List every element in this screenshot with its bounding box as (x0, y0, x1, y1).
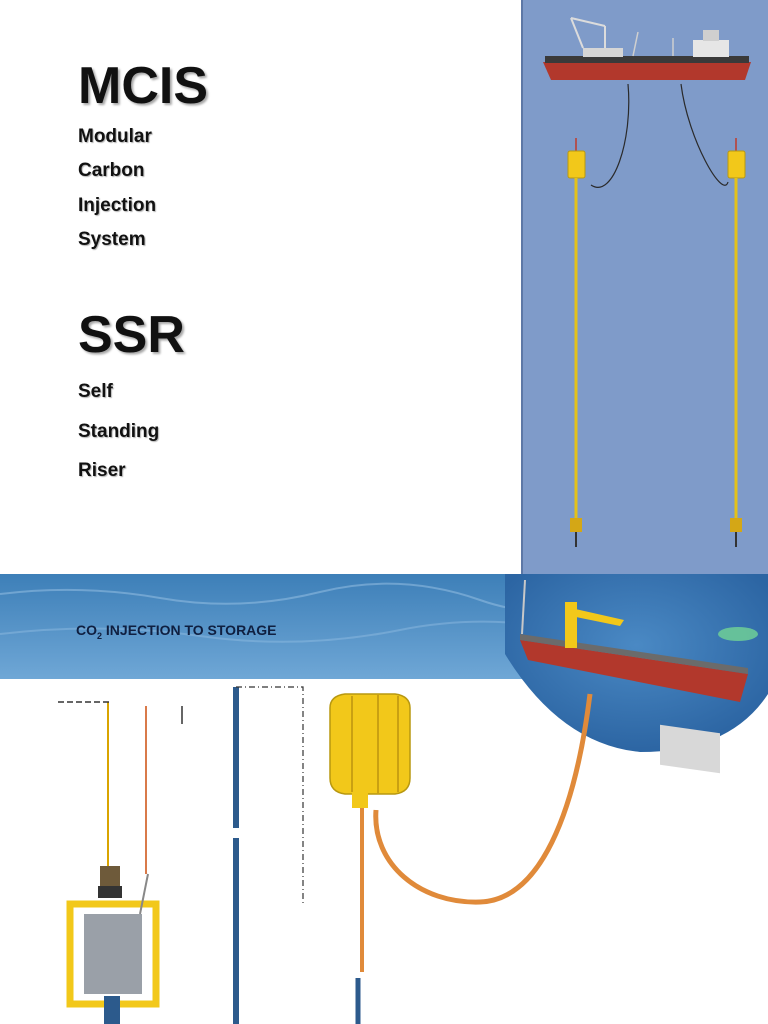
caption-suffix: INJECTION TO STORAGE (102, 622, 277, 638)
mcis-line-3: Injection (78, 195, 157, 216)
mcis-line-1: Modular (78, 126, 152, 147)
riser-icon (232, 686, 304, 1024)
ssr-line-3: Riser (78, 460, 126, 481)
flexible-hose (373, 693, 593, 905)
vessel-icon (543, 17, 751, 80)
ssr-illustration-panel (521, 0, 768, 574)
ssr-illustration (543, 17, 751, 547)
co2-injection-illustration (0, 574, 768, 1024)
caption-prefix: CO (76, 622, 97, 638)
ssr-line-1: Self (78, 381, 113, 402)
buoy-icon (727, 138, 746, 179)
ssr-line-2: Standing (78, 421, 160, 442)
injection-scene (0, 574, 768, 1024)
subsea-structure-icon (570, 518, 582, 547)
subsea-structure-icon (66, 702, 160, 1024)
caption-co2-injection: CO2 INJECTION TO STORAGE (76, 622, 277, 641)
ssr-heading: SSR (78, 306, 185, 364)
mcis-heading: MCIS (78, 57, 208, 115)
mcis-line-2: Carbon (78, 160, 145, 181)
buoy-icon (567, 138, 586, 179)
vessel-icon (520, 579, 758, 774)
buoy-icon (329, 693, 411, 808)
caption-subscript: 2 (97, 630, 103, 641)
mcis-line-4: System (78, 229, 146, 250)
subsea-structure-icon (730, 518, 742, 547)
